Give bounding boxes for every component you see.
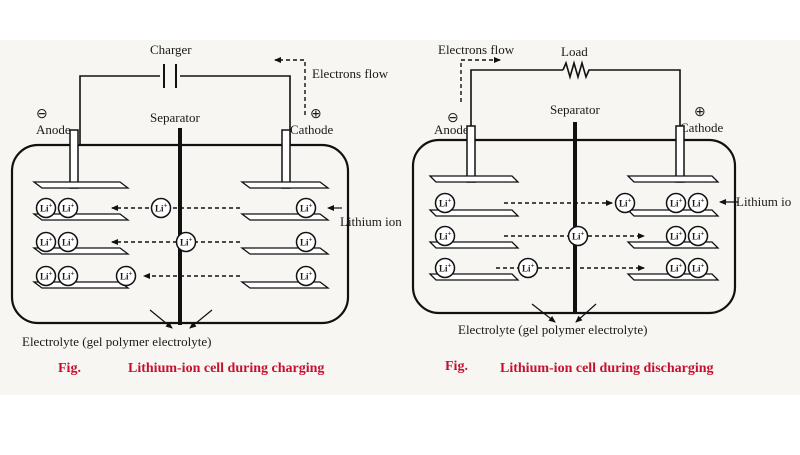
svg-text:Li+: Li+ xyxy=(692,262,705,274)
svg-text:Li+: Li+ xyxy=(40,236,53,248)
svg-text:Li+: Li+ xyxy=(692,230,705,242)
electrons-flow-arrow xyxy=(460,57,501,102)
electrolyte-pointer-1 xyxy=(531,303,556,323)
electrolyte-pointer-2 xyxy=(189,309,213,329)
anode-label: Anode xyxy=(36,122,71,137)
wire-anode-to-charger xyxy=(79,75,160,145)
lithium-ion: Li+ xyxy=(434,192,456,214)
cathode-rod xyxy=(675,125,685,183)
panel-discharging: Load Electrons flow ⊖ Anode Separator ⊕ … xyxy=(411,42,791,376)
caption: Lithium-ion cell during discharging xyxy=(500,361,714,376)
lithium-ion-label: Lithium ion xyxy=(340,214,402,229)
paper-background xyxy=(0,40,800,395)
lithium-ion: Li+ xyxy=(665,192,687,214)
lithium-ion: Li+ xyxy=(517,257,539,279)
lithium-ion: Li+ xyxy=(57,265,79,287)
cathode-rod xyxy=(281,129,291,189)
lithium-ion-label: Lithium io xyxy=(736,194,791,209)
svg-text:Li+: Li+ xyxy=(40,270,53,282)
svg-text:Li+: Li+ xyxy=(180,236,193,248)
caption: Lithium-ion cell during charging xyxy=(128,361,324,376)
electrons-flow-label: Electrons flow xyxy=(312,66,389,81)
lithium-ion: Li+ xyxy=(687,225,709,247)
svg-text:Li+: Li+ xyxy=(62,202,75,214)
svg-text:Li+: Li+ xyxy=(120,270,133,282)
svg-text:Li+: Li+ xyxy=(522,262,535,274)
fig-label: Fig. xyxy=(445,359,468,374)
cathode-label: Cathode xyxy=(290,122,334,137)
svg-text:Li+: Li+ xyxy=(300,236,313,248)
svg-text:Li+: Li+ xyxy=(439,197,452,209)
lithium-ion: Li+ xyxy=(295,231,317,253)
lithium-ion: Li+ xyxy=(115,265,137,287)
svg-text:Li+: Li+ xyxy=(439,230,452,242)
svg-text:Li+: Li+ xyxy=(572,230,585,242)
lithium-ion: Li+ xyxy=(57,231,79,253)
cathode-sign: ⊕ xyxy=(694,105,706,120)
svg-text:Li+: Li+ xyxy=(300,202,313,214)
lithium-ion: Li+ xyxy=(57,197,79,219)
electrolyte-pointer-1 xyxy=(149,309,173,329)
svg-text:Li+: Li+ xyxy=(670,262,683,274)
separator-label: Separator xyxy=(150,110,200,125)
lithium-ion: Li+ xyxy=(35,231,57,253)
svg-text:Li+: Li+ xyxy=(300,270,313,282)
anode-sign: ⊖ xyxy=(447,111,459,126)
fig-label: Fig. xyxy=(58,361,81,376)
lithium-ion: Li+ xyxy=(687,192,709,214)
anode-layers xyxy=(32,181,130,289)
anode-layers xyxy=(428,175,520,281)
load-resistor xyxy=(562,60,591,80)
svg-text:Li+: Li+ xyxy=(670,197,683,209)
lithium-ion: Li+ xyxy=(434,225,456,247)
lithium-ion: Li+ xyxy=(567,225,589,247)
separator-label: Separator xyxy=(550,102,600,117)
electrolyte-label: Electrolyte (gel polymer electrolyte) xyxy=(458,322,648,337)
lithium-ion: Li+ xyxy=(665,257,687,279)
lithium-ion: Li+ xyxy=(295,265,317,287)
wire-load-to-cathode xyxy=(591,69,681,145)
electrolyte-pointer-2 xyxy=(575,303,597,323)
svg-text:Li+: Li+ xyxy=(62,270,75,282)
wire-anode-to-load xyxy=(470,69,563,145)
lithium-ion: Li+ xyxy=(35,197,57,219)
wire-charger-to-cathode xyxy=(180,75,291,145)
lithium-ion: Li+ xyxy=(295,197,317,219)
load-label: Load xyxy=(561,44,588,59)
svg-text:Li+: Li+ xyxy=(155,202,168,214)
svg-text:Li+: Li+ xyxy=(439,262,452,274)
svg-text:Li+: Li+ xyxy=(40,202,53,214)
lithium-ions: Li+ Li+ Li+ Li+ Li+ Li+ Li+ Li+ Li+ Li+ Li+ Li+ Li+ L… xyxy=(35,192,709,287)
lithium-ion: Li+ xyxy=(687,257,709,279)
svg-text:Li+: Li+ xyxy=(62,236,75,248)
cathode-label: Cathode xyxy=(680,120,724,135)
lithium-ion: Li+ xyxy=(175,231,197,253)
svg-text:Li+: Li+ xyxy=(692,197,705,209)
anode-rod xyxy=(466,125,476,183)
anode-label: Anode xyxy=(434,122,469,137)
lithium-ion: Li+ xyxy=(614,192,636,214)
anode-sign: ⊖ xyxy=(36,107,48,122)
svg-text:Li+: Li+ xyxy=(619,197,632,209)
lithium-ion: Li+ xyxy=(35,265,57,287)
electrolyte-label: Electrolyte (gel polymer electrolyte) xyxy=(22,334,212,349)
cathode-sign: ⊕ xyxy=(310,107,322,122)
lithium-ion: Li+ xyxy=(665,225,687,247)
anode-rod xyxy=(69,129,79,189)
lithium-ion: Li+ xyxy=(434,257,456,279)
lithium-ion: Li+ xyxy=(150,197,172,219)
charger-label: Charger xyxy=(150,42,192,57)
panel-charging: Charger Electrons flow ⊖ Anode Separator… xyxy=(10,42,402,376)
electrons-flow-label: Electrons flow xyxy=(438,42,515,57)
svg-text:Li+: Li+ xyxy=(670,230,683,242)
